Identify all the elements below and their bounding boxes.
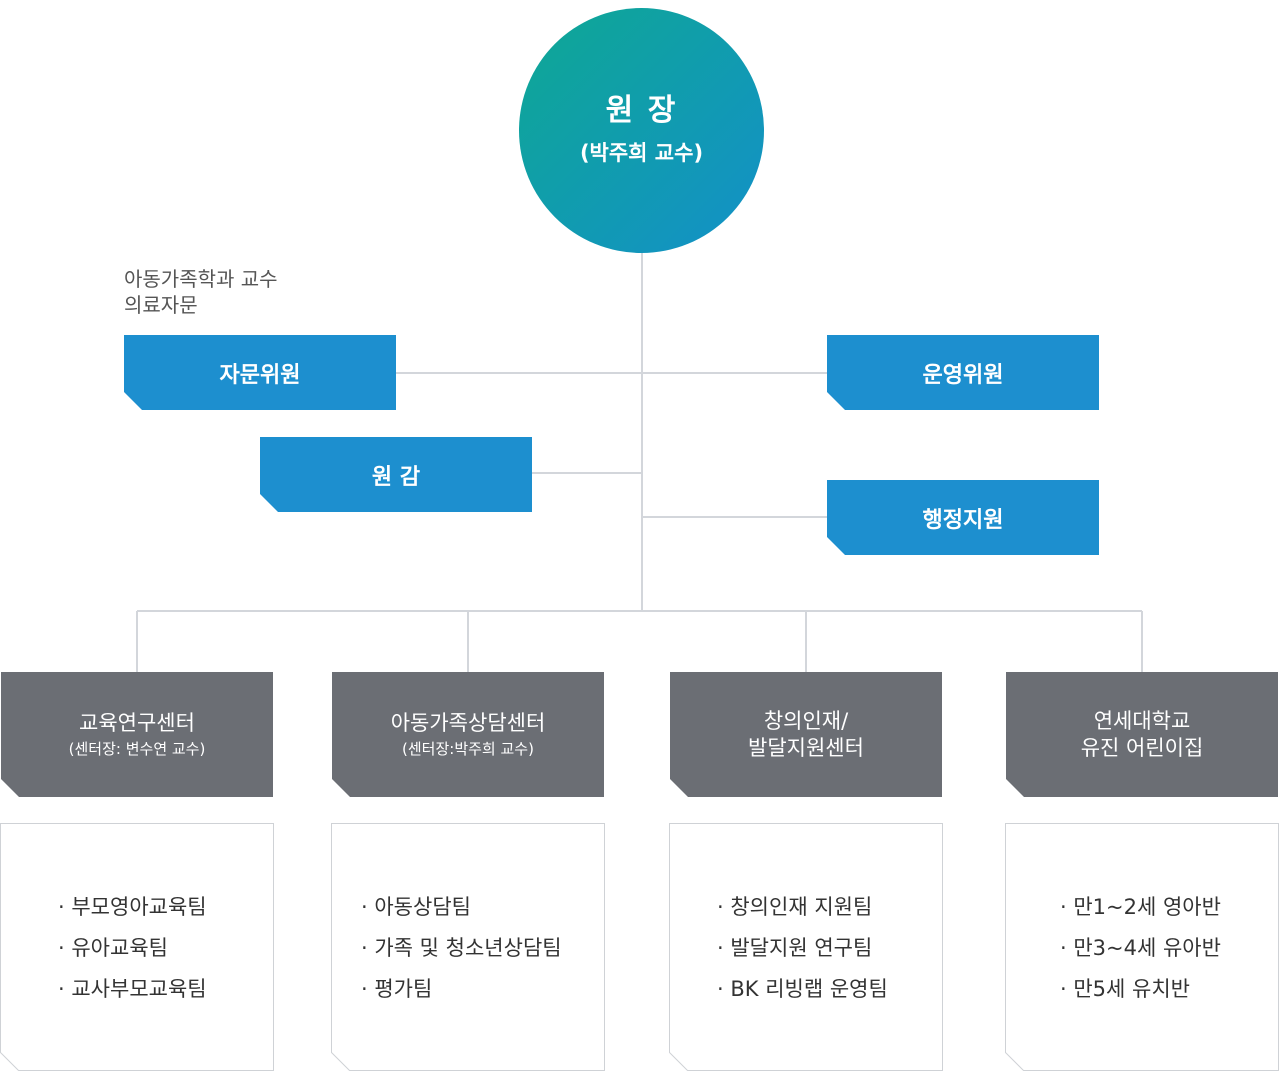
list-item: 아동상담팀 xyxy=(361,887,562,928)
vice-director-box: 원 감 xyxy=(260,437,532,512)
vice-director-label: 원 감 xyxy=(371,464,421,490)
advisory-note-line-1: 아동가족학과 교수 xyxy=(124,267,278,291)
center-title-line-2: 발달지원센터 xyxy=(748,735,864,760)
admin-support-box: 행정지원 xyxy=(827,480,1099,555)
list-item: 만1~2세 영아반 xyxy=(1060,887,1221,928)
center-title: 창의인재/ xyxy=(763,708,849,733)
center-subtitle: (센터장: 변수연 교수) xyxy=(68,740,206,758)
list-item: 부모영아교육팀 xyxy=(58,887,206,928)
operating-committee-box: 운영위원 xyxy=(827,335,1099,410)
team-list-box-education-research: 부모영아교육팀 유아교육팀 교사부모교육팀 xyxy=(0,823,274,1071)
team-list-box-eugene-daycare: 만1~2세 영아반 만3~4세 유아반 만5세 유치반 xyxy=(1005,823,1279,1071)
advisory-committee-label: 자문위원 xyxy=(219,362,301,388)
admin-support-label: 행정지원 xyxy=(922,507,1004,533)
center-title: 아동가족상담센터 xyxy=(390,711,546,735)
center-box-family-counseling: 아동가족상담센터 (센터장:박주희 교수) xyxy=(332,672,604,797)
center-box-education-research: 교육연구센터 (센터장: 변수연 교수) xyxy=(1,672,273,797)
list-item: 만3~4세 유아반 xyxy=(1060,928,1221,969)
center-title: 연세대학교 xyxy=(1093,708,1191,733)
center-title: 교육연구센터 xyxy=(79,711,195,735)
center-subtitle: (센터장:박주희 교수) xyxy=(402,740,534,758)
center-box-eugene-daycare: 연세대학교 유진 어린이집 xyxy=(1006,672,1278,797)
director-title: 원 장 xyxy=(605,92,678,128)
operating-committee-label: 운영위원 xyxy=(922,362,1004,388)
list-item: BK 리빙랩 운영팀 xyxy=(717,969,887,1010)
advisory-note-line-2: 의료자문 xyxy=(124,293,198,317)
advisory-committee-box: 자문위원 xyxy=(124,335,396,410)
center-box-creative-development: 창의인재/ 발달지원센터 xyxy=(670,672,942,797)
list-item: 창의인재 지원팀 xyxy=(717,887,888,928)
list-item: 평가팀 xyxy=(361,969,562,1010)
list-item: 교사부모교육팀 xyxy=(58,969,206,1010)
list-item: 유아교육팀 xyxy=(58,928,207,969)
list-item: 발달지원 연구팀 xyxy=(717,928,888,969)
advisory-note: 아동가족학과 교수 의료자문 xyxy=(124,266,278,318)
team-list-box-creative-development: 창의인재 지원팀 발달지원 연구팀 BK 리빙랩 운영팀 xyxy=(669,823,943,1071)
team-list-box-family-counseling: 아동상담팀 가족 및 청소년상담팀 평가팀 xyxy=(331,823,605,1071)
director-subtitle: (박주희 교수) xyxy=(579,140,704,165)
director-node: 원 장 (박주희 교수) xyxy=(519,8,764,253)
list-item: 만5세 유치반 xyxy=(1060,969,1221,1010)
list-item: 가족 및 청소년상담팀 xyxy=(361,928,561,969)
center-title-line-2: 유진 어린이집 xyxy=(1080,735,1204,760)
